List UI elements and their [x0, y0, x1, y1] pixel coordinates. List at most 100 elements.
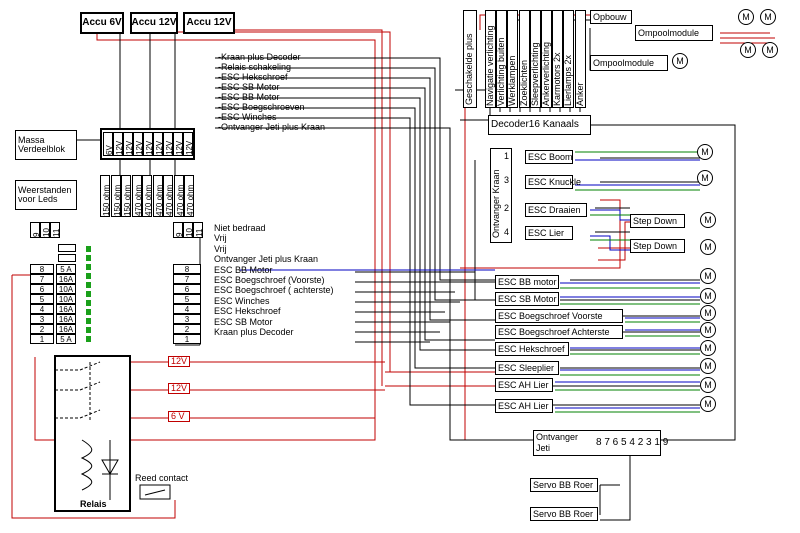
decoder-output-box — [529, 10, 541, 108]
fuse-number-left: 1 — [30, 334, 54, 344]
wires — [11, 14, 775, 521]
fuse: 10A — [56, 294, 76, 304]
servo-box-2: Servo BB Roer — [530, 507, 598, 521]
fuse-number-left: 2 — [30, 324, 54, 334]
fuse: 16A — [56, 324, 76, 334]
fuse-indicator — [86, 273, 91, 279]
esc-box: ESC SB Motor — [495, 292, 559, 306]
reed-contact-symbol — [139, 484, 171, 500]
verdeel-cell: 12V — [113, 132, 123, 156]
verdeel-cell: 12V — [183, 132, 193, 156]
decoder-output-box — [518, 10, 530, 108]
motor-icon: M — [700, 268, 716, 284]
battery-6v: Accu 6V — [80, 12, 124, 34]
verdeel-cell: 12V — [133, 132, 143, 156]
opbouw-box: Opbouw — [590, 10, 632, 24]
decoder-output-label: Anker — [574, 82, 585, 106]
kraan-channel-number: 2 — [504, 203, 510, 213]
fuse-label: Vrij — [214, 243, 227, 254]
kraan-channel-number: 1 — [504, 151, 510, 161]
resistor-label: 470 ohm — [144, 184, 152, 216]
fuse-number: 11 — [195, 228, 203, 237]
fuse-number-top-right: 9 — [173, 222, 183, 238]
decoder-box: Decoder16 Kanaals — [488, 115, 591, 135]
fuse-number-left: 3 — [30, 314, 54, 324]
fuse-indicator — [86, 318, 91, 324]
black-wires — [60, 19, 736, 521]
reed-contact-label: Reed contact — [135, 473, 189, 483]
motor-icon: M — [697, 144, 713, 160]
ontvanger-jeti-label-1: Ontvanger — [536, 432, 579, 442]
ontvanger-jeti-label-2: Jeti — [536, 443, 551, 453]
fuse-indicator — [86, 300, 91, 306]
decoder-output-label: Karmotors 2x — [552, 52, 563, 106]
fuse-label: ESC Boegschroef ( achterste) — [214, 285, 334, 296]
fuse: 10A — [56, 284, 76, 294]
fuse-number-left: 4 — [30, 304, 54, 314]
resistor-label: 470 ohm — [165, 184, 173, 216]
resistor: 470 ohm — [131, 175, 142, 217]
fuse-number-right: 3 — [173, 314, 201, 324]
fuse-indicator — [86, 246, 91, 252]
resistor-label: 150 ohm — [102, 184, 110, 216]
fuse-number-left: 6 — [30, 284, 54, 294]
fuse-number-left: 7 — [30, 274, 54, 284]
kraan-esc: ESC Draaien — [525, 203, 587, 217]
esc-box: ESC BB motor — [495, 275, 559, 289]
motor-icon: M — [700, 305, 716, 321]
motor-icon: M — [700, 288, 716, 304]
fuse: 16A — [56, 274, 76, 284]
fuse-label: Niet bedraad — [214, 223, 266, 233]
verdeel-cell-label: 12V — [185, 140, 193, 155]
fuse-number-left: 8 — [30, 264, 54, 274]
verdeel-cell: 12V — [163, 132, 173, 156]
resistor: 150 ohm — [110, 175, 121, 217]
fuse-label: Vrij — [214, 233, 227, 244]
fuse-indicator — [86, 255, 91, 261]
fuse-indicator — [86, 336, 91, 342]
fuse-number: 9 — [175, 233, 182, 237]
fuse: 16A — [56, 304, 76, 314]
motor-icon: M — [700, 396, 716, 412]
fuse-number: 10 — [42, 228, 50, 237]
channel-label: -Relais schakeling — [218, 62, 292, 72]
ompoolmodule-box: Ompoolmodule — [590, 55, 668, 71]
motor-icon: M — [700, 377, 716, 393]
fuse-indicator-column — [86, 246, 91, 342]
channel-label: -ESC Boegschroeven — [218, 102, 305, 112]
fuse-indicator — [86, 309, 91, 315]
channel-label: -ESC Hekschroef — [218, 72, 288, 82]
fuse-indicator — [86, 264, 91, 270]
kraan-esc: ESC Lier — [525, 226, 573, 240]
fuse-number-right: 7 — [173, 274, 201, 284]
green-wires — [555, 151, 700, 413]
voltage-label-6v: 6 V — [168, 411, 190, 422]
motor-icon: M — [700, 340, 716, 356]
resistor-label: 470 ohm — [154, 184, 163, 216]
channel-label: -Kraan plus Decoder — [218, 52, 301, 62]
voltage-label-12v-a: 12V — [168, 356, 190, 367]
resistor: 470 ohm — [163, 175, 173, 217]
fuse-label: Ontvanger Jeti plus Kraan — [214, 254, 319, 265]
relais-box — [54, 355, 131, 512]
decoder-output-label: Werklampen — [507, 55, 518, 106]
resistor: 470 ohm — [173, 175, 184, 217]
resistor: 150 ohm — [121, 175, 131, 217]
verdeel-cell-label: 12V — [115, 140, 123, 155]
decoder-output-label: Zoeklichten — [518, 59, 529, 106]
decoder-output-label: Verlichting buiten — [496, 37, 507, 106]
servo-box-1: Servo BB Roer — [530, 478, 598, 492]
motor-icon: M — [700, 358, 716, 374]
verdeel-cell-label: 12V — [125, 140, 133, 155]
verdeel-cell: 6V — [103, 132, 113, 156]
kraan-esc: ESC Boom — [525, 150, 573, 164]
step-down-2: Step Down — [630, 239, 685, 253]
esc-box: ESC Hekschroef — [495, 342, 569, 356]
esc-box: ESC AH Lier — [495, 378, 553, 392]
